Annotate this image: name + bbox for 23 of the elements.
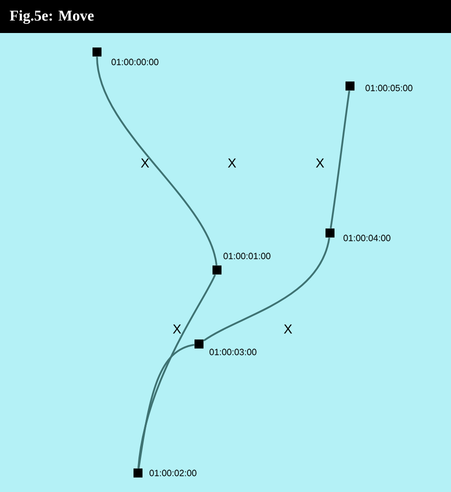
title-bar: Fig.5e: Move bbox=[0, 0, 451, 33]
keyframe-marker bbox=[212, 266, 222, 274]
timecode: 01:00:01:00 bbox=[224, 252, 270, 260]
cross-mark: X bbox=[172, 324, 182, 334]
motion-path bbox=[203, 237, 330, 342]
cross-mark: X bbox=[228, 158, 236, 168]
motion-path bbox=[137, 274, 216, 468]
timecode: 01:00:03:00 bbox=[210, 348, 256, 356]
timecode: 01:00:00:00 bbox=[112, 58, 158, 66]
keyframe-marker bbox=[92, 48, 102, 56]
cross-mark: X bbox=[316, 158, 324, 168]
cross-mark: X bbox=[140, 158, 150, 168]
motion-path bbox=[330, 90, 350, 228]
timecode: 01:00:05:00 bbox=[366, 84, 412, 92]
keyframe-marker bbox=[194, 340, 204, 348]
keyframe-marker bbox=[134, 468, 142, 478]
cross-mark: X bbox=[284, 324, 292, 334]
motion-path bbox=[96, 56, 218, 266]
timecode: 01:00:04:00 bbox=[344, 234, 390, 242]
timecode: 01:00:02:00 bbox=[150, 470, 196, 476]
motion-path bbox=[138, 344, 195, 468]
keyframe-marker bbox=[326, 228, 334, 238]
keyframe-marker bbox=[346, 82, 354, 90]
